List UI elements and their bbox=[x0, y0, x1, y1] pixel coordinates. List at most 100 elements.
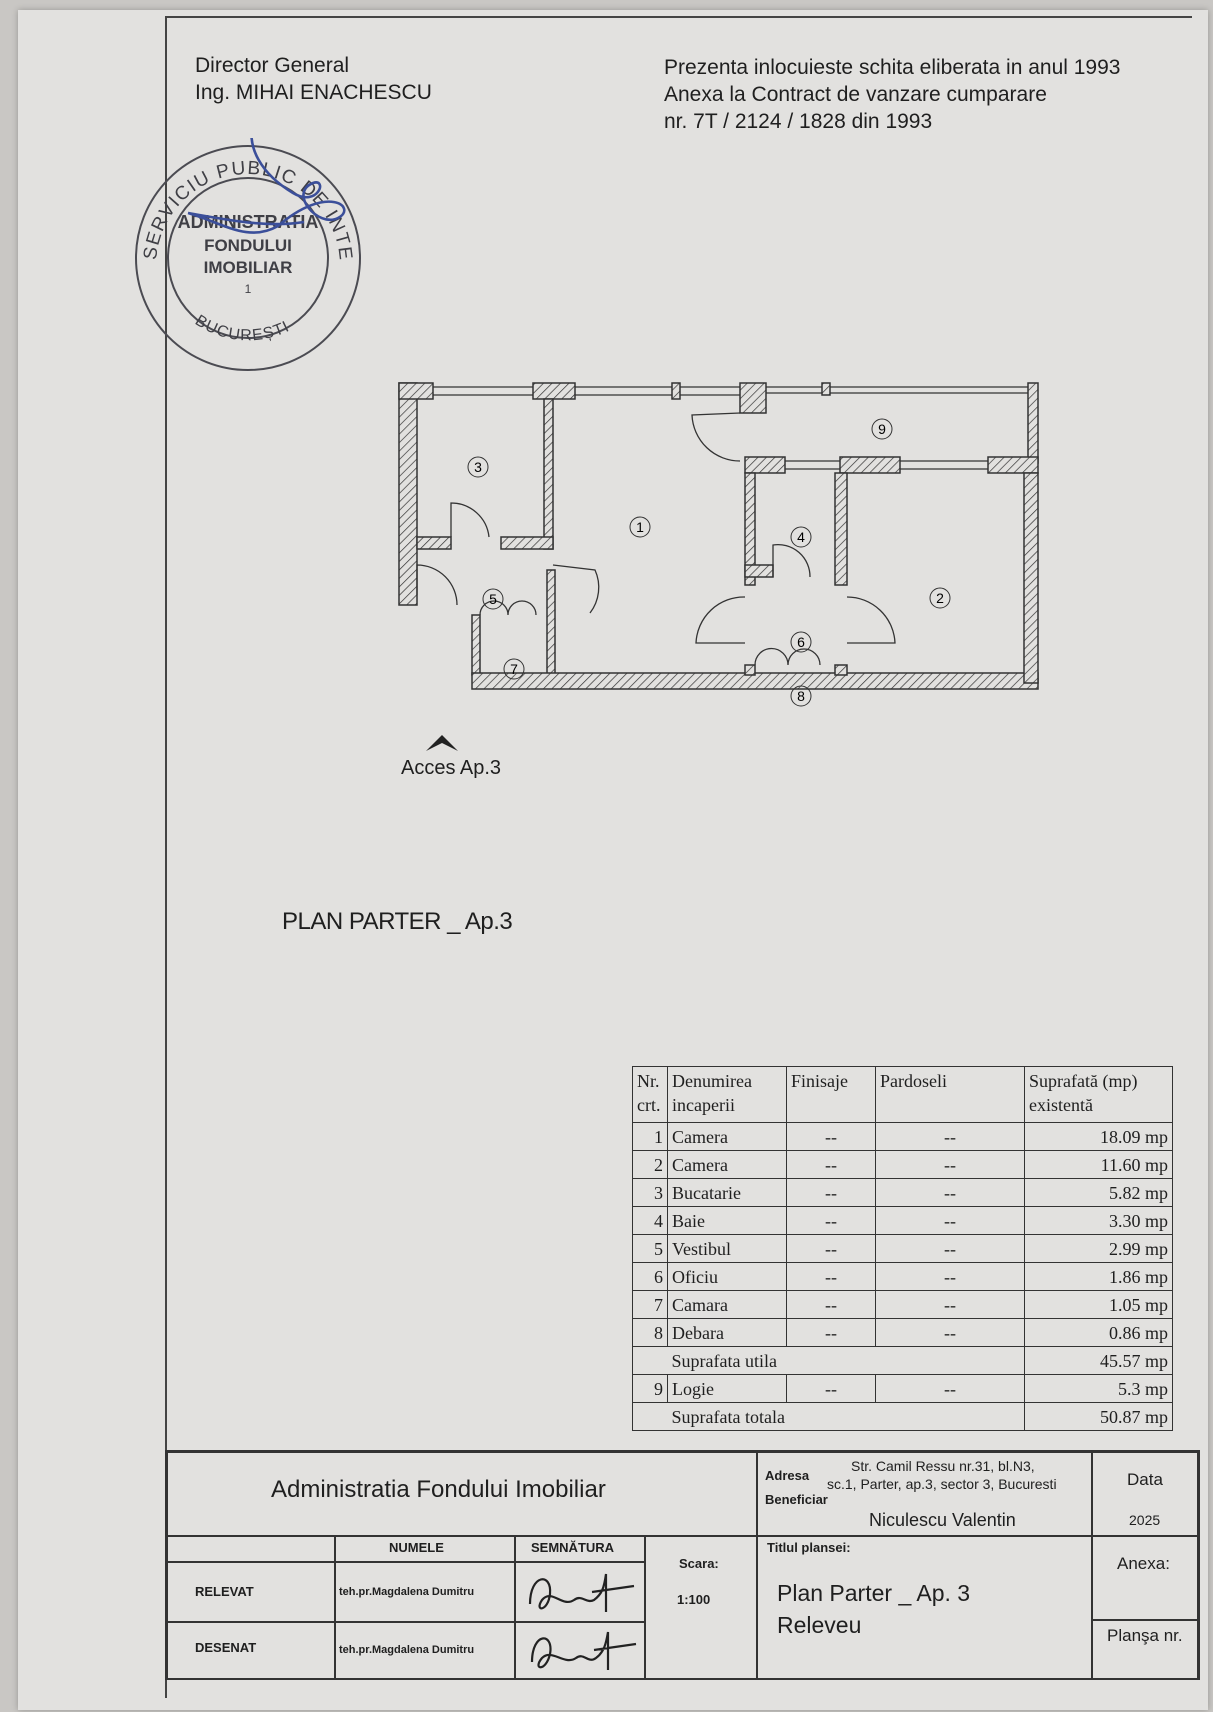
floor-plan: 1 2 3 4 5 6 7 8 9 bbox=[398, 382, 1039, 751]
stamp-line-2: FONDULUI bbox=[204, 236, 292, 255]
cell-area: 18.09 mp bbox=[1024, 1122, 1173, 1151]
walls bbox=[398, 382, 1039, 690]
address-line-1: Str. Camil Ressu nr.31, bl.N3, bbox=[851, 1458, 1035, 1474]
room-7-label: 7 bbox=[510, 661, 518, 677]
cell-area: 3.30 mp bbox=[1024, 1206, 1173, 1235]
cell-finishes: -- bbox=[786, 1178, 876, 1207]
drawing-frame bbox=[165, 16, 1192, 1698]
annex-line-2: Anexa la Contract de vanzare cumparare bbox=[664, 83, 1047, 106]
plan-title: PLAN PARTER _ Ap.3 bbox=[282, 908, 513, 935]
cell-area: 5.82 mp bbox=[1024, 1178, 1173, 1207]
cell-area: 2.99 mp bbox=[1024, 1234, 1173, 1263]
cell-area: 0.86 mp bbox=[1024, 1318, 1173, 1347]
scara-value: 1:100 bbox=[677, 1592, 711, 1607]
cell-name: Camara bbox=[667, 1290, 787, 1319]
sheet-title-line-2: Releveu bbox=[777, 1612, 862, 1638]
address-line-2: sc.1, Parter, ap.3, sector 3, Bucuresti bbox=[827, 1476, 1057, 1492]
org-name: Administratia Fondului Imobiliar bbox=[271, 1476, 606, 1503]
cell-floors: -- bbox=[875, 1262, 1025, 1291]
room-9-label: 9 bbox=[878, 421, 886, 437]
annex-line-1: Prezenta inlocuieste schita eliberata in… bbox=[664, 56, 1121, 79]
cell-finishes: -- bbox=[786, 1122, 876, 1151]
stamp-line-3: IMOBILIAR bbox=[204, 258, 293, 277]
cell-nr: 6 bbox=[632, 1262, 668, 1291]
desenat-name: teh.pr.Magdalena Dumitru bbox=[339, 1644, 475, 1656]
util-row: Suprafata utila 45.57 mp bbox=[632, 1346, 1173, 1375]
access-arrow-icon bbox=[426, 735, 458, 751]
cell-name: Vestibul bbox=[667, 1234, 787, 1263]
cell-nr: 8 bbox=[632, 1318, 668, 1347]
cell-name: Camera bbox=[667, 1122, 787, 1151]
sheet-title-line-1: Plan Parter _ Ap. 3 bbox=[777, 1580, 971, 1606]
annex-line-3: nr. 7T / 2124 / 1828 din 1993 bbox=[664, 110, 933, 133]
cell-name: Oficiu bbox=[667, 1262, 787, 1291]
semnatura-label: SEMNĂTURA bbox=[531, 1540, 615, 1555]
anexa-label: Anexa: bbox=[1117, 1554, 1170, 1573]
cell-finishes: -- bbox=[786, 1290, 876, 1319]
stamp-number: 1 bbox=[245, 282, 252, 296]
cell-floors: -- bbox=[875, 1234, 1025, 1263]
util-area: 45.57 mp bbox=[1024, 1346, 1173, 1375]
room-1-label: 1 bbox=[636, 519, 644, 535]
cell-nr: 4 bbox=[632, 1206, 668, 1235]
cell-finishes: -- bbox=[786, 1150, 876, 1179]
annex-note: Prezenta inlocuieste schita eliberata in… bbox=[664, 54, 1120, 135]
numele-label: NUMELE bbox=[389, 1540, 444, 1555]
director-title: Director General bbox=[195, 54, 350, 77]
director-name: Ing. MIHAI ENACHESCU bbox=[195, 81, 432, 104]
adresa-label: Adresa bbox=[765, 1468, 810, 1483]
logie-row: 9 Logie -- -- 5.3 mp bbox=[632, 1374, 1173, 1403]
cell-nr: 2 bbox=[632, 1150, 668, 1179]
cell-nr: 5 bbox=[632, 1234, 668, 1263]
room-6-label: 6 bbox=[797, 634, 805, 650]
cell-floors: -- bbox=[875, 1318, 1025, 1347]
cell-area: 11.60 mp bbox=[1024, 1150, 1173, 1179]
header-nr: Nr.crt. bbox=[632, 1066, 668, 1123]
cell-nr: 7 bbox=[632, 1290, 668, 1319]
header-area: Suprafată (mp)existentă bbox=[1024, 1066, 1173, 1123]
cell-finishes: -- bbox=[786, 1262, 876, 1291]
scara-label: Scara: bbox=[679, 1556, 719, 1571]
relevat-name: teh.pr.Magdalena Dumitru bbox=[339, 1586, 475, 1598]
desenat-label: DESENAT bbox=[195, 1640, 257, 1655]
cell-floors: -- bbox=[875, 1122, 1025, 1151]
plansa-label: Planşa nr. bbox=[1107, 1626, 1183, 1645]
room-2-label: 2 bbox=[936, 590, 944, 606]
director-signature bbox=[187, 138, 346, 234]
official-stamp: SERVICIU PUBLIC DE INTERES LOCAL BUCUREȘ… bbox=[128, 138, 361, 371]
data-value: 2025 bbox=[1129, 1512, 1161, 1528]
cell-name: Baie bbox=[667, 1206, 787, 1235]
cell-nr: 1 bbox=[632, 1122, 668, 1151]
total-label: Suprafata totala bbox=[667, 1402, 1025, 1431]
cell-floors: -- bbox=[875, 1290, 1025, 1319]
cell-name: Debara bbox=[667, 1318, 787, 1347]
room-labels: 1 2 3 4 5 6 7 8 9 bbox=[467, 418, 951, 707]
cell-finishes: -- bbox=[786, 1318, 876, 1347]
desenat-signature bbox=[530, 1631, 637, 1670]
room-3-label: 3 bbox=[474, 459, 482, 475]
total-row: Suprafata totala 50.87 mp bbox=[632, 1402, 1173, 1431]
windows-and-doors bbox=[416, 386, 1028, 666]
cell-area: 1.05 mp bbox=[1024, 1290, 1173, 1319]
room-5-label: 5 bbox=[489, 591, 497, 607]
access-label: Acces Ap.3 bbox=[401, 757, 502, 779]
room-4-label: 4 bbox=[797, 529, 805, 545]
relevat-label: RELEVAT bbox=[195, 1584, 254, 1599]
title-block: Administratia Fondului Imobiliar Adresa … bbox=[165, 1450, 1200, 1680]
cell-floors: -- bbox=[875, 1150, 1025, 1179]
cell-area: 1.86 mp bbox=[1024, 1262, 1173, 1291]
room-8-label: 8 bbox=[797, 688, 805, 704]
director-block: Director General Ing. MIHAI ENACHESCU bbox=[195, 52, 432, 106]
data-label: Data bbox=[1127, 1470, 1163, 1489]
